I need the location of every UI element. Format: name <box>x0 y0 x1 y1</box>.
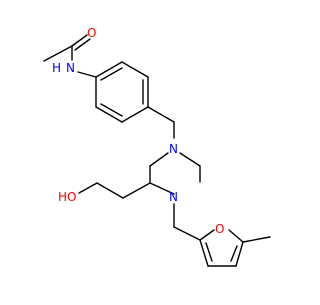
bond-furan-2 <box>228 229 244 243</box>
atom-label-oxygen-carbonyl: O <box>87 26 96 40</box>
bond-carbonyl-double-2 <box>74 38 91 51</box>
atom-label-nitrogen-top: N <box>169 142 178 156</box>
atom-label-nitrogen-bottom: N <box>169 190 178 204</box>
bond-ring-ch2 <box>147 106 175 123</box>
bond-hydroxyethyl-1 <box>122 182 151 199</box>
bond-furan-inner-1 <box>230 245 238 262</box>
bond-amide-ring <box>77 71 97 78</box>
bond-carbonyl-double-1 <box>71 34 88 47</box>
atom-label-nitrogen-amide: N <box>66 61 75 75</box>
atom-label-hydrogen-amide: H <box>52 61 61 75</box>
structure-canvas: O N H N N HO O <box>43 26 271 267</box>
bond-methyl-carbonyl <box>43 45 73 62</box>
bond-hydroxyethyl-2 <box>96 182 124 199</box>
atom-label-hydroxyl: HO <box>58 190 76 204</box>
bond-furan-inner-2 <box>205 242 213 262</box>
bond-hydroxyethyl-3 <box>78 182 98 194</box>
molecule-structure: O N H N N HO O <box>43 26 271 267</box>
bond-furan-methyl <box>242 236 271 243</box>
bond-furan-1 <box>199 229 215 241</box>
bond-benzene-2 <box>121 61 149 78</box>
bond-benzene-5 <box>95 106 123 123</box>
bond-ch2-furan <box>173 226 201 241</box>
atom-label-oxygen-furan: O <box>215 222 224 236</box>
bond-benzene-inner-3 <box>100 103 123 117</box>
bond-piperazine-3 <box>149 182 175 195</box>
bond-piperazine-1 <box>179 152 201 167</box>
bond-furan-5 <box>199 239 209 267</box>
bond-benzene-1 <box>95 61 123 78</box>
bond-benzene-inner-1 <box>100 67 123 81</box>
bond-furan-3 <box>235 241 244 267</box>
bond-benzene-4 <box>121 106 149 123</box>
bond-piperazine-5 <box>149 152 169 167</box>
